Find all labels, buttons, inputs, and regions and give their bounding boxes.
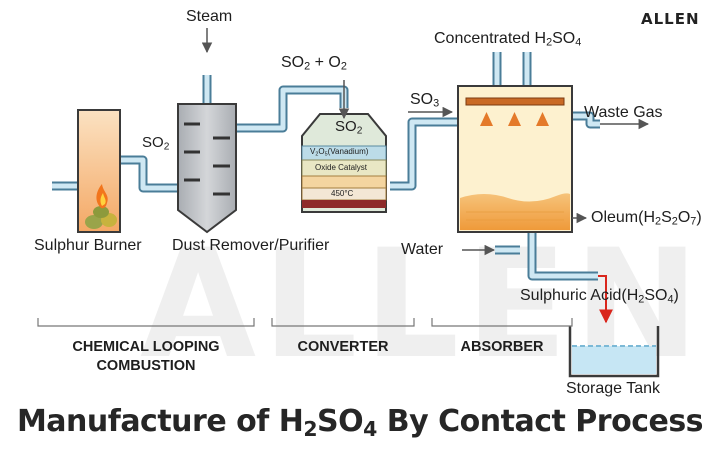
section-absorber: ABSORBER <box>460 339 544 355</box>
sprayer-bar <box>465 97 565 106</box>
so2-converter-label: SO2 <box>335 118 363 137</box>
sulphuric-acid-label: Sulphuric Acid(H2SO4) <box>520 287 679 306</box>
flow-arrows <box>201 28 650 324</box>
sulphur-burner <box>77 109 121 233</box>
spray-nozzle-icon <box>508 112 521 126</box>
baffle-plates <box>184 122 230 196</box>
so2-o2-label: SO2 + O2 <box>281 54 347 73</box>
absorber-tower <box>457 85 573 233</box>
section-converter: CONVERTER <box>297 339 389 355</box>
section-brackets <box>37 318 573 327</box>
concentrated-h2so4-label: Concentrated H2SO4 <box>434 30 582 49</box>
brand-logo: ALLEN <box>641 10 700 28</box>
sulphur-burner-label: Sulphur Burner <box>34 237 142 254</box>
spray-nozzle-icon <box>536 112 549 126</box>
oxide-catalyst-label: Oxide Catalyst <box>315 163 368 172</box>
page-title: Manufacture of H2SO4 By Contact Process <box>16 404 704 442</box>
dust-remover-purifier <box>177 103 237 234</box>
water-label: Water <box>401 241 444 258</box>
section-combustion: CHEMICAL LOOPING COMBUSTION <box>40 338 252 376</box>
waste-gas-label: Waste Gas <box>584 104 663 121</box>
spray-nozzle-icon <box>480 112 493 126</box>
temperature-label: 450°C <box>331 189 354 198</box>
so3-label: SO3 <box>410 91 440 110</box>
section-combustion-line2: COMBUSTION <box>96 358 196 374</box>
so2-burner-label: SO2 <box>142 134 170 153</box>
oleum-label: Oleum(H2S2O7) <box>591 209 702 228</box>
storage-tank <box>568 326 660 378</box>
section-combustion-line1: CHEMICAL LOOPING <box>72 339 220 355</box>
dust-remover-label: Dust Remover/Purifier <box>172 237 330 254</box>
steam-label: Steam <box>186 8 233 25</box>
tank-water <box>572 346 656 374</box>
converter-vessel <box>301 113 387 213</box>
sulphur-pebble-icon <box>85 215 103 229</box>
catalyst-v2o5-label: V2O5(Vanadium) <box>310 147 369 158</box>
acid-to-tank-arrow <box>598 275 613 324</box>
storage-tank-label: Storage Tank <box>566 380 660 397</box>
